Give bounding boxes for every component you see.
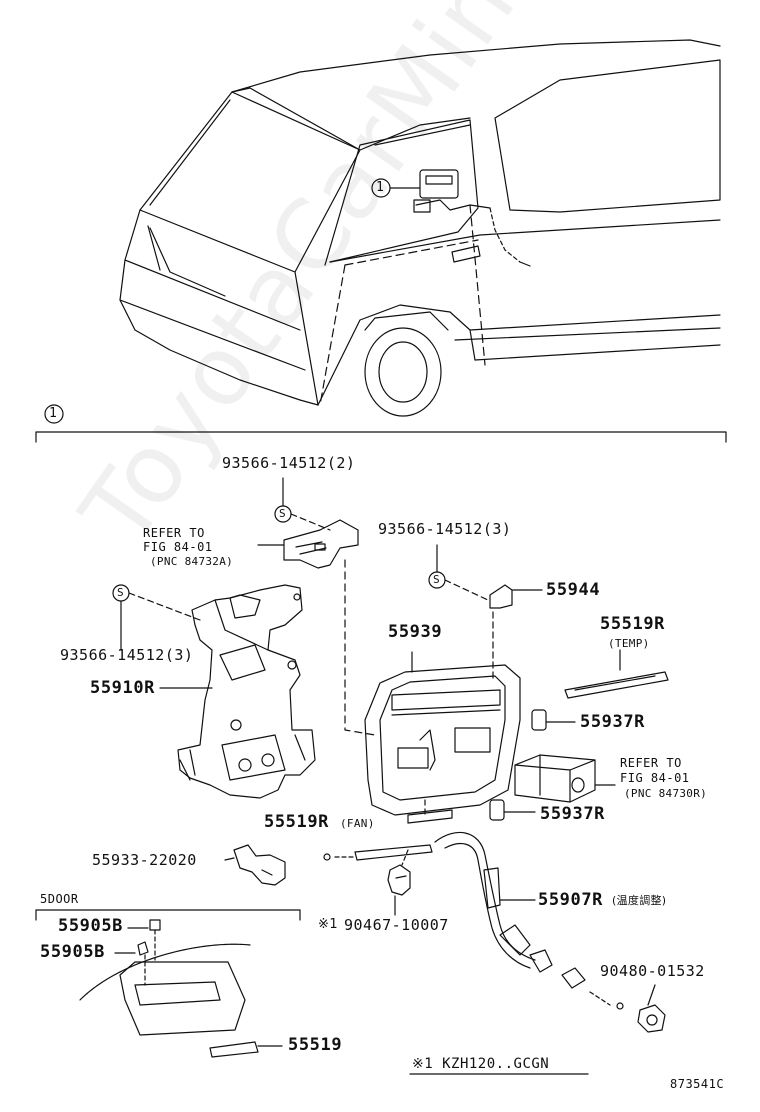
label-90467: 90467-10007 (344, 916, 449, 934)
label-55933: 55933-22020 (92, 851, 197, 869)
knob-55937R-lower (489, 799, 536, 821)
refer-a-line2: FIG 84-01 (143, 540, 213, 554)
temp-label-strip-55519R (564, 649, 669, 699)
label-clip-mid: 93566-14512(3) (378, 520, 512, 538)
refer-b-line1: REFER TO (620, 756, 682, 770)
refer-a-line1: REFER TO (143, 526, 205, 540)
s-clip-marks (112, 477, 489, 651)
knob-55937R-upper (531, 709, 576, 731)
label-5door: 5DOOR (40, 892, 79, 906)
label-55519R-temp: 55519R (600, 614, 666, 634)
clamp-90467 (387, 849, 411, 916)
cable-end-90480 (561, 967, 666, 1033)
refer-a-line3: (PNC 84732A) (150, 555, 234, 568)
s-mark-left: S (117, 586, 124, 599)
label-55907R-note: (温度調整) (612, 894, 667, 907)
section-bracket (35, 431, 727, 443)
label-55937R-upper: 55937R (580, 712, 646, 732)
section-callout-circle (44, 404, 64, 424)
label-55939: 55939 (388, 622, 443, 642)
control-panel-bezel-55939 (364, 611, 521, 816)
control-cable-55907R (434, 832, 553, 973)
label-fan: (FAN) (340, 817, 375, 830)
figure-code: 873541C (670, 1077, 725, 1091)
label-55519: 55519 (288, 1035, 343, 1055)
label-55910R: 55910R (90, 678, 156, 698)
main-bracket-55910R (159, 584, 316, 799)
label-55937R-lower: 55937R (540, 804, 606, 824)
control-rod (323, 844, 433, 861)
label-55905B-lower: 55905B (40, 942, 106, 962)
label-55519R-fan: 55519R (264, 812, 330, 832)
label-clip-top: 93566-14512(2) (222, 454, 356, 472)
fan-label-strip-55519R (407, 809, 453, 824)
refer-b-line3: (PNC 84730R) (624, 787, 708, 800)
label-temp: (TEMP) (608, 637, 650, 650)
label-55907R: 55907R (538, 890, 604, 910)
callout-section-number: 1 (49, 406, 58, 421)
clip-55944 (489, 584, 543, 609)
callout-top-number: 1 (376, 180, 385, 195)
5door-parts (79, 919, 283, 1058)
s-mark-top: S (279, 507, 286, 520)
bracket-55933 (224, 844, 286, 886)
small-mount-bracket (257, 519, 376, 736)
footnote-text: ※1 KZH120..GCGN (412, 1056, 550, 1072)
s-mark-mid: S (433, 573, 440, 586)
refer-b-line2: FIG 84-01 (620, 771, 690, 785)
label-90480: 90480-01532 (600, 962, 705, 980)
label-clip-left: 93566-14512(3) (60, 646, 194, 664)
5door-bracket (35, 909, 301, 921)
label-note-mark: ※1 (318, 917, 339, 932)
label-55944: 55944 (546, 580, 601, 600)
label-55905B-upper: 55905B (58, 916, 124, 936)
vehicle-illustration (119, 39, 721, 417)
switch-module (514, 754, 616, 803)
